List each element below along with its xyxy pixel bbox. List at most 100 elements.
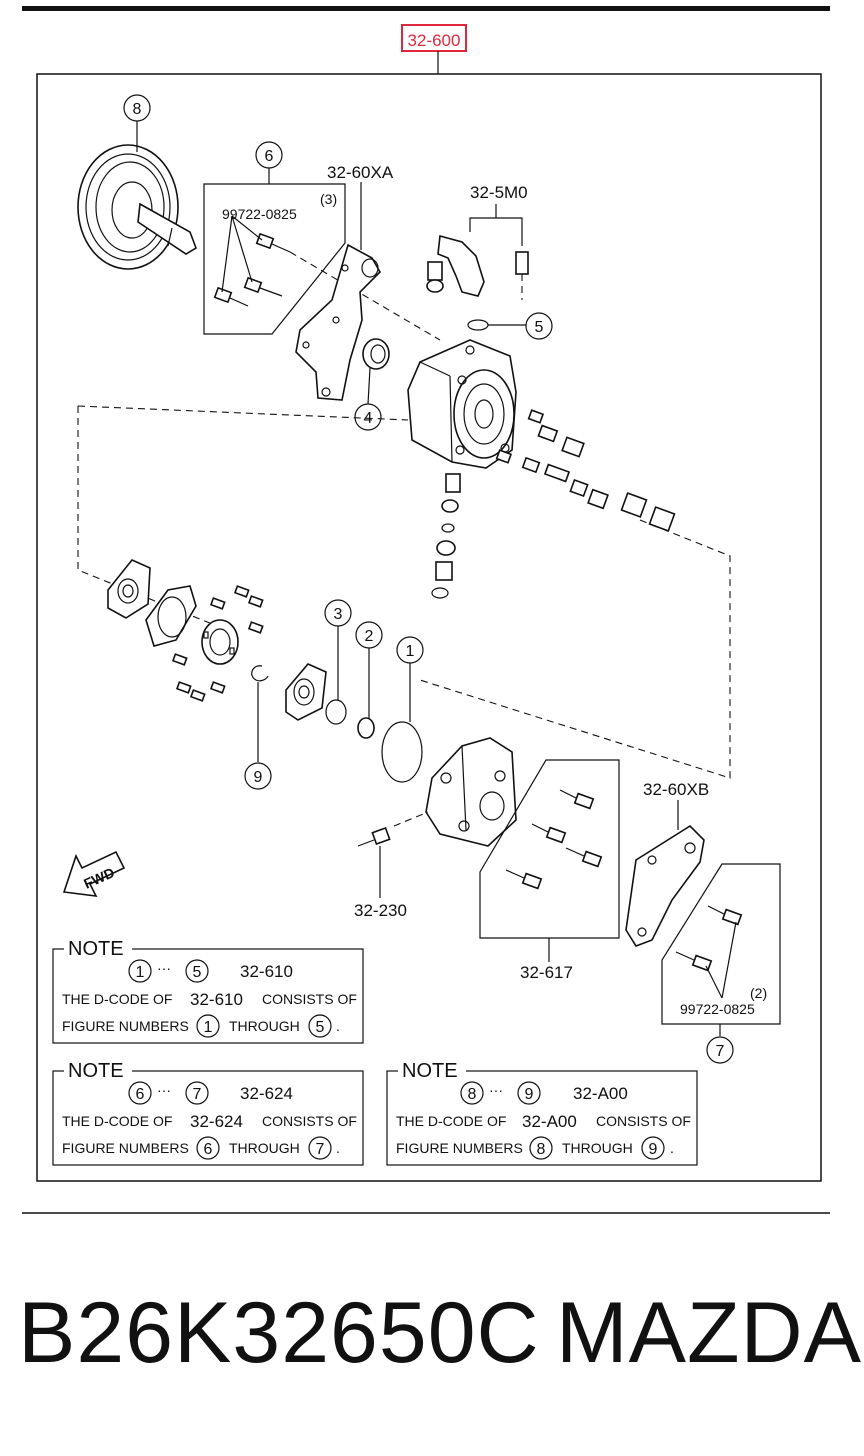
svg-text:9: 9 bbox=[649, 1141, 658, 1158]
svg-text:7: 7 bbox=[716, 1043, 725, 1060]
rotor-part[interactable] bbox=[201, 619, 239, 665]
svg-text:8: 8 bbox=[537, 1141, 546, 1158]
svg-text:1: 1 bbox=[136, 964, 145, 981]
main-part-code-text: 32-600 bbox=[408, 31, 461, 50]
bolt-set-lower-code: 99722-0825 bbox=[680, 1001, 755, 1017]
exploded-parts-diagram: 32-600 8 99722-0825 (3) 6 bbox=[22, 6, 830, 1214]
svg-text:8: 8 bbox=[133, 101, 142, 118]
svg-text:32-624: 32-624 bbox=[240, 1084, 293, 1103]
callout-1: 1 bbox=[396, 636, 424, 722]
hose-code: 32-5M0 bbox=[470, 183, 528, 202]
note-box-2: NOTE 6 ··· 7 32-624 THE D-CODE OF 32-624… bbox=[52, 1060, 364, 1166]
callout-2: 2 bbox=[355, 621, 383, 718]
svg-text:5: 5 bbox=[193, 964, 202, 981]
seal-4-part[interactable] bbox=[362, 338, 390, 370]
svg-text:32-A00: 32-A00 bbox=[522, 1112, 577, 1131]
svg-text:3: 3 bbox=[334, 606, 343, 623]
vane-parts[interactable] bbox=[171, 585, 264, 702]
svg-text:THROUGH: THROUGH bbox=[562, 1140, 633, 1156]
svg-text:5: 5 bbox=[316, 1019, 325, 1036]
svg-text:5: 5 bbox=[535, 319, 544, 336]
pulley-part[interactable] bbox=[77, 144, 197, 270]
svg-text:7: 7 bbox=[316, 1141, 325, 1158]
note-box-3: NOTE 8 ··· 9 32-A00 THE D-CODE OF 32-A00… bbox=[386, 1060, 698, 1166]
svg-text:32-610: 32-610 bbox=[240, 962, 293, 981]
callout-9: 9 bbox=[244, 682, 272, 790]
svg-text:.: . bbox=[336, 1018, 340, 1034]
pump-body-part[interactable] bbox=[407, 339, 517, 469]
svg-text:THROUGH: THROUGH bbox=[229, 1018, 300, 1034]
sensor-code: 32-230 bbox=[354, 901, 407, 920]
bracket-a-code: 32-60XA bbox=[327, 163, 394, 182]
svg-text:THE D-CODE OF: THE D-CODE OF bbox=[62, 1113, 172, 1129]
svg-text:32-624: 32-624 bbox=[190, 1112, 243, 1131]
svg-text:···: ··· bbox=[157, 960, 171, 976]
footer-part-number: B26K32650C bbox=[18, 1285, 540, 1381]
svg-text:6: 6 bbox=[204, 1141, 213, 1158]
side-plate-part[interactable] bbox=[107, 559, 151, 619]
relief-valve-parts[interactable] bbox=[431, 473, 461, 599]
footer: B26K32650C MAZDA bbox=[0, 1290, 864, 1410]
fwd-arrow-icon: FWD bbox=[62, 850, 126, 897]
diagram-frame bbox=[36, 73, 822, 1182]
svg-text:.: . bbox=[336, 1140, 340, 1156]
svg-text:6: 6 bbox=[265, 148, 274, 165]
svg-text:FIGURE NUMBERS: FIGURE NUMBERS bbox=[62, 1140, 189, 1156]
bolt-dash-line bbox=[289, 251, 441, 341]
valve-spool-parts[interactable] bbox=[495, 409, 676, 532]
svg-text:1: 1 bbox=[204, 1019, 213, 1036]
note-2-title: NOTE bbox=[68, 1060, 124, 1082]
bolt-set-6-box[interactable]: 99722-0825 (3) bbox=[203, 183, 346, 335]
callout-3: 3 bbox=[324, 599, 352, 700]
footer-brand: MAZDA bbox=[556, 1285, 862, 1381]
svg-text:CONSISTS OF: CONSISTS OF bbox=[262, 991, 357, 1007]
bolt-kit-code: 32-617 bbox=[520, 963, 573, 982]
o-ring-1-part[interactable] bbox=[381, 721, 423, 783]
bolt-set-upper-code: 99722-0825 bbox=[222, 206, 297, 222]
bolt-set-7-box[interactable]: 99722-0825 (2) bbox=[661, 863, 781, 1025]
sensor-dash bbox=[393, 811, 429, 827]
top-rule bbox=[22, 6, 830, 11]
svg-text:FIGURE NUMBERS: FIGURE NUMBERS bbox=[396, 1140, 523, 1156]
callout-7: 7 bbox=[706, 1024, 734, 1064]
seal-2-part[interactable] bbox=[357, 717, 375, 739]
svg-text:1: 1 bbox=[406, 643, 415, 660]
rear-housing-part[interactable] bbox=[425, 737, 517, 847]
callout-4: 4 bbox=[354, 367, 382, 431]
callout-6: 6 bbox=[255, 141, 283, 184]
svg-text:6: 6 bbox=[136, 1086, 145, 1103]
svg-text:···: ··· bbox=[157, 1082, 171, 1098]
callout-5: 5 bbox=[488, 312, 553, 340]
hose-leader bbox=[469, 217, 523, 246]
svg-text:···: ··· bbox=[489, 1082, 503, 1098]
svg-text:9: 9 bbox=[525, 1086, 534, 1103]
hose-fitting-part[interactable] bbox=[426, 234, 529, 300]
bracket-b-part[interactable] bbox=[625, 824, 705, 947]
sensor-part[interactable] bbox=[357, 826, 391, 847]
svg-text:9: 9 bbox=[254, 769, 263, 786]
svg-text:CONSISTS OF: CONSISTS OF bbox=[596, 1113, 691, 1129]
svg-text:FIGURE NUMBERS: FIGURE NUMBERS bbox=[62, 1018, 189, 1034]
svg-text:32-A00: 32-A00 bbox=[573, 1084, 628, 1103]
note-3-title: NOTE bbox=[402, 1060, 458, 1082]
svg-text:.: . bbox=[670, 1140, 674, 1156]
svg-text:THROUGH: THROUGH bbox=[229, 1140, 300, 1156]
o-ring-5-part[interactable] bbox=[467, 319, 489, 331]
bolt-set-lower-qty: (2) bbox=[750, 985, 767, 1001]
svg-text:THE D-CODE OF: THE D-CODE OF bbox=[62, 991, 172, 1007]
svg-text:7: 7 bbox=[193, 1086, 202, 1103]
svg-text:8: 8 bbox=[468, 1086, 477, 1103]
svg-text:2: 2 bbox=[365, 628, 374, 645]
svg-text:THE D-CODE OF: THE D-CODE OF bbox=[396, 1113, 506, 1129]
snap-ring-9-part[interactable] bbox=[251, 665, 269, 682]
bracket-a-part[interactable] bbox=[295, 243, 381, 401]
bolt-set-upper-qty: (3) bbox=[320, 191, 337, 207]
cam-ring-part[interactable] bbox=[145, 585, 197, 647]
pressure-plate-part[interactable] bbox=[285, 663, 327, 721]
svg-text:32-610: 32-610 bbox=[190, 990, 243, 1009]
callout-8: 8 bbox=[123, 94, 151, 152]
svg-text:CONSISTS OF: CONSISTS OF bbox=[262, 1113, 357, 1129]
main-part-code-label[interactable]: 32-600 bbox=[401, 24, 467, 52]
o-ring-3-part[interactable] bbox=[325, 699, 347, 725]
note-box-1: NOTE 1 ··· 5 32-610 THE D-CODE OF 32-610… bbox=[52, 938, 364, 1044]
